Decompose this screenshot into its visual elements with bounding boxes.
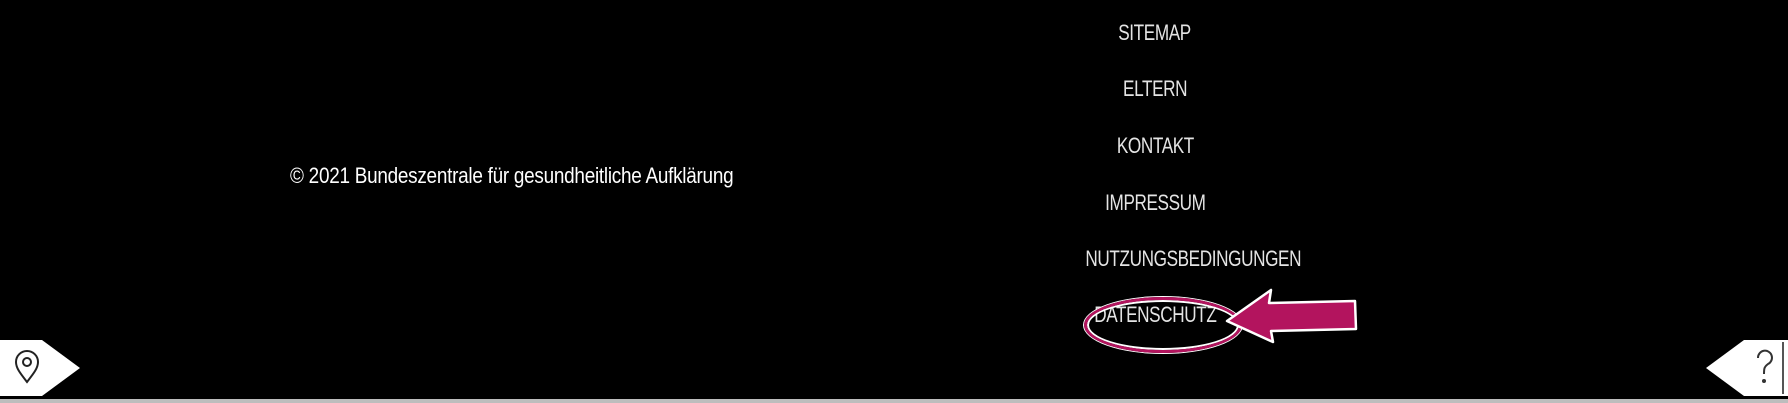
footer-link-sitemap[interactable]: SITEMAP bbox=[1118, 20, 1192, 45]
footer-link-kontakt[interactable]: KONTAKT bbox=[1116, 133, 1194, 158]
location-pin-icon bbox=[14, 350, 40, 384]
highlight-ellipse-annotation bbox=[1084, 297, 1242, 353]
copyright-text: © 2021 Bundeszentrale für gesundheitlich… bbox=[290, 163, 734, 188]
arrow-left-icon bbox=[1225, 288, 1358, 344]
footer-link-nutzungsbedingungen[interactable]: NUTZUNGSBEDINGUNGEN bbox=[1085, 246, 1302, 271]
help-tab-button[interactable] bbox=[1706, 338, 1788, 398]
question-mark-icon bbox=[1756, 349, 1773, 383]
bottom-border bbox=[0, 399, 1788, 403]
location-tab-button[interactable] bbox=[0, 338, 82, 398]
footer-link-impressum[interactable]: IMPRESSUM bbox=[1104, 190, 1206, 215]
footer-link-eltern[interactable]: ELTERN bbox=[1122, 76, 1188, 101]
